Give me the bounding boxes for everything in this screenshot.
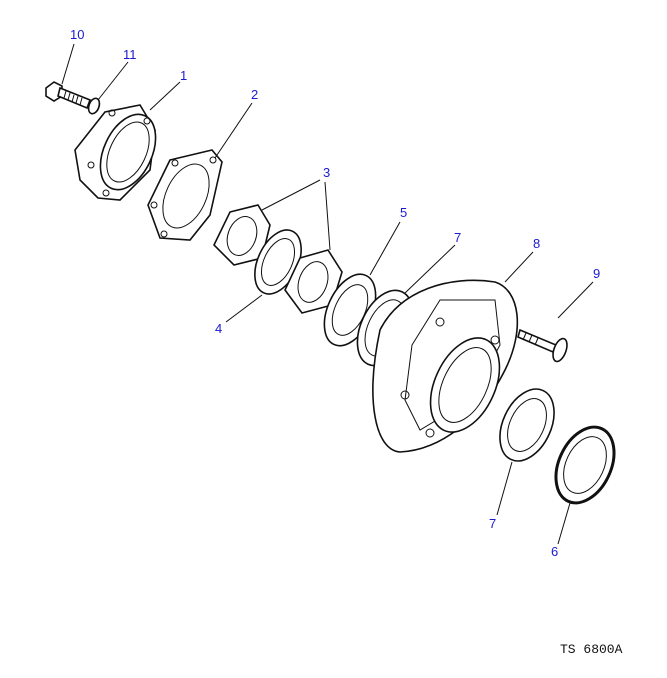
- part-1-housing: [74, 104, 157, 201]
- part-8-hub: [372, 279, 519, 453]
- callout-7-inner: 7: [454, 230, 461, 245]
- callout-1: 1: [180, 68, 187, 83]
- callout-3: 3: [323, 165, 330, 180]
- part-7-bearing-outer: [499, 388, 555, 462]
- callout-10: 10: [70, 27, 84, 42]
- callout-11: 11: [123, 47, 137, 62]
- callout-4: 4: [215, 321, 222, 336]
- callout-8: 8: [533, 236, 540, 251]
- callout-6: 6: [551, 544, 558, 559]
- part-9-wheel-stud: [517, 328, 568, 363]
- part-6-oil-seal: [554, 425, 616, 505]
- callout-9: 9: [593, 266, 600, 281]
- callout-5: 5: [400, 205, 407, 220]
- part-2-gasket: [147, 149, 223, 241]
- part-11-washer: [87, 97, 101, 115]
- callout-7-outer: 7: [489, 516, 496, 531]
- drawing-reference: TS 6800A: [560, 642, 623, 657]
- part-10-bolt: [45, 81, 92, 110]
- callout-2: 2: [251, 87, 258, 102]
- leader-lines: [61, 43, 594, 545]
- part-4-lock-washer: [254, 229, 302, 295]
